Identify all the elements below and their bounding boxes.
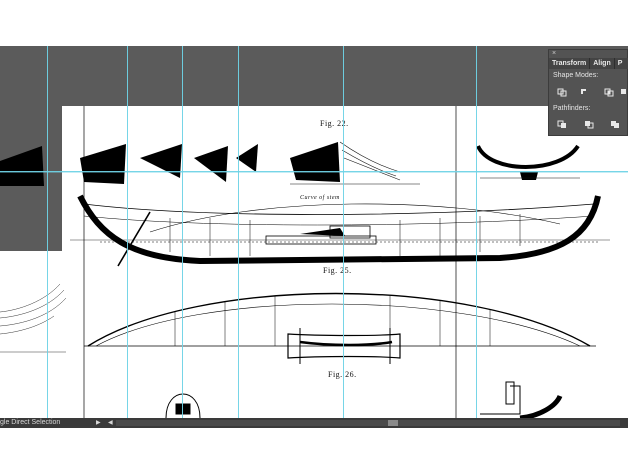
plan-view [84,292,596,364]
pasteboard-reference-sketch [0,251,62,418]
trim-icon[interactable] [584,120,594,129]
stern-section-1 [80,144,126,184]
figure-annotation: Curve of stem [300,195,340,201]
vertical-guide[interactable] [343,46,344,418]
stern-section-4 [236,144,258,172]
tab-align[interactable]: Align [589,58,614,69]
vertical-guide[interactable] [238,46,239,418]
scroll-left-arrow-icon[interactable]: ◀ [108,420,113,426]
bottom-margin [0,428,628,472]
stern-framing [290,141,420,185]
panel-tab-bar: Transform Align P [549,58,628,69]
status-menu-arrow-icon[interactable]: ▶ [96,420,101,426]
left-hull-sketch [0,283,67,353]
stern-section-3 [194,146,228,182]
bottom-sections [165,381,563,418]
figure-caption-25: Fig. 25. [323,266,352,275]
current-tool-label[interactable]: gle Direct Selection [0,419,61,426]
horizontal-scrollbar[interactable] [116,420,620,426]
horizontal-guide[interactable] [0,171,628,172]
stern-section-0 [0,146,44,186]
tab-transform[interactable]: Transform [552,60,587,67]
scrollbar-thumb[interactable] [388,420,398,426]
pathfinders-label: Pathfinders: [553,105,591,112]
panel-close-button[interactable]: × [552,50,557,57]
figure-caption-22: Fig. 22. [320,119,349,128]
divide-icon[interactable] [557,120,567,129]
vertical-guide[interactable] [476,46,477,418]
vertical-guide[interactable] [127,46,128,418]
stern-section-5 [290,142,340,182]
merge-icon[interactable] [610,120,620,129]
document-canvas[interactable]: Fig. 22. Curve of stem Fig. 25. Fig. 26. [0,46,628,418]
stern-section-2 [140,144,182,178]
tab-pathfinder[interactable]: P [613,58,626,69]
boat-drawing[interactable] [0,46,628,418]
horizontal-guide[interactable] [0,172,628,173]
figure-caption-26: Fig. 26. [328,370,357,379]
exclude-icon[interactable] [620,88,628,97]
intersect-icon[interactable] [604,88,614,97]
vertical-guide[interactable] [182,46,183,418]
unite-icon[interactable] [557,88,567,97]
top-margin [0,0,628,46]
minus-front-icon[interactable] [580,88,590,97]
shape-modes-label: Shape Modes: [553,72,599,79]
side-elevation [70,194,610,267]
pathfinder-panel[interactable]: × Transform Align P Shape Modes: Pathfin… [548,49,628,136]
cross-section-top [476,144,580,180]
status-bar: gle Direct Selection ▶ ◀ [0,418,628,428]
vertical-guide[interactable] [47,46,48,418]
